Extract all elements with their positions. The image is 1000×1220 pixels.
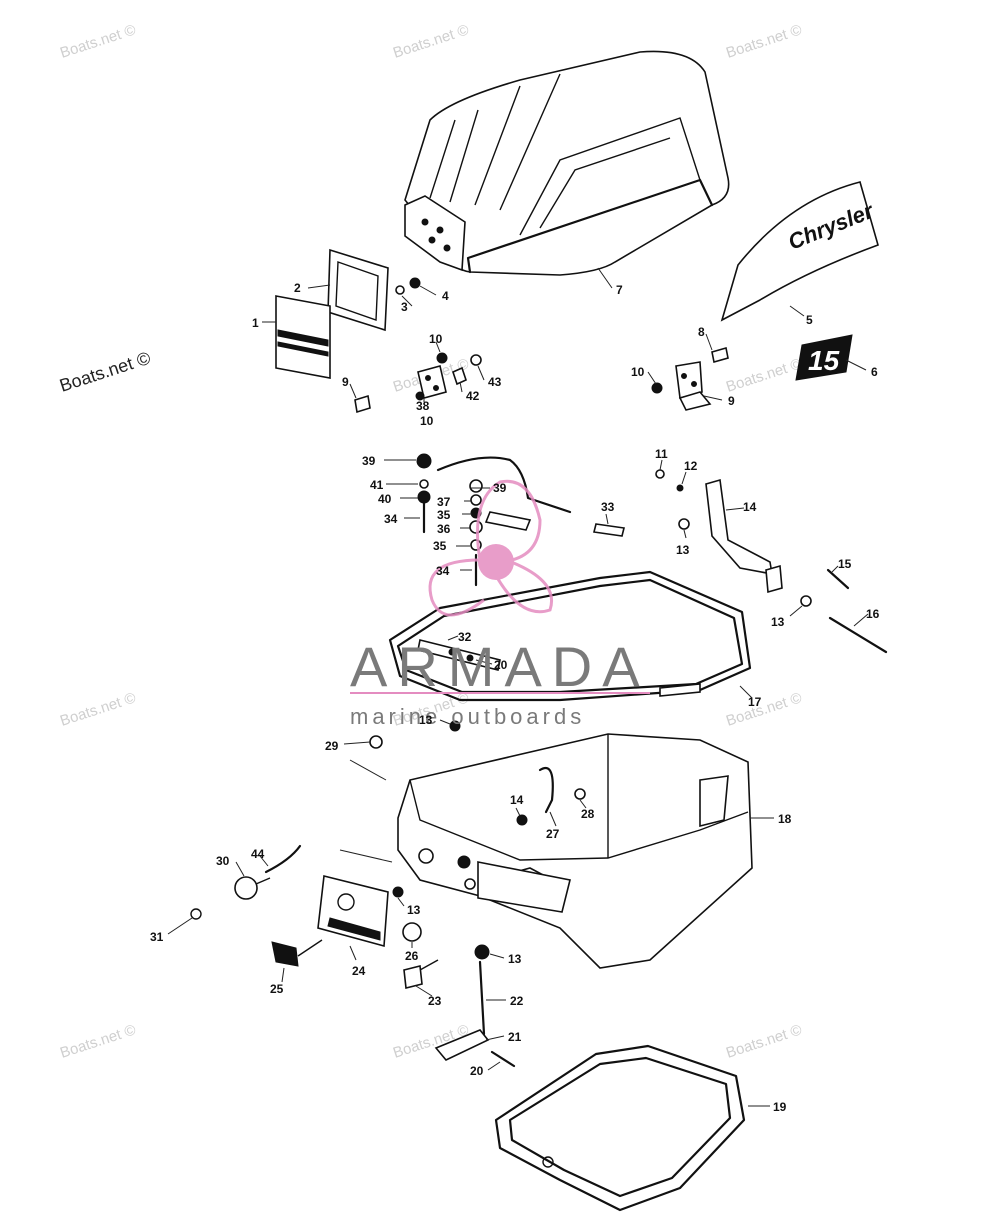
callout-label: 27 — [546, 827, 560, 841]
watermark: Boats.net © — [57, 348, 153, 396]
shift-linkage-assembly — [655, 469, 888, 654]
brand-tagline: marine outboards — [350, 704, 585, 729]
callout-label: 15 — [838, 557, 852, 571]
callout-label: 13 — [407, 903, 421, 917]
callout-label: 42 — [466, 389, 480, 403]
callout-label: 9 — [342, 375, 349, 389]
bottom-cowl-part — [369, 733, 753, 969]
lock-linkage-assembly — [416, 453, 625, 587]
callout-label: 30 — [216, 854, 230, 868]
callout-label: 21 — [508, 1030, 522, 1044]
callout-label: 28 — [581, 807, 595, 821]
callout-label: 8 — [698, 325, 705, 339]
watermark: Boats.net © — [58, 689, 138, 729]
brand-divider — [350, 692, 650, 694]
leader-lines — [167, 267, 869, 1107]
callout-label: 14 — [510, 793, 524, 807]
callout-label: 20 — [494, 658, 508, 672]
callout-label: 38 — [416, 399, 430, 413]
front-plate-parts — [275, 248, 421, 379]
callout-label: 39 — [493, 481, 507, 495]
callout-label: 24 — [352, 964, 366, 978]
callout-label: 16 — [866, 607, 880, 621]
callout-label: 13 — [508, 952, 522, 966]
callout-label: 37 — [437, 495, 451, 509]
callout-label: 17 — [748, 695, 762, 709]
watermark: Boats.net © — [58, 1021, 138, 1061]
propeller-logo — [428, 479, 553, 617]
armada-brand-overlay: ARMADA marine outboards — [350, 479, 650, 729]
callout-label: 13 — [419, 713, 433, 727]
watermark: Boats.net © — [391, 21, 471, 61]
callout-label: 34 — [384, 512, 398, 526]
callout-label: 18 — [778, 812, 792, 826]
callout-label: 31 — [150, 930, 164, 944]
model-number-text: 15 — [808, 345, 840, 376]
callout-label: 29 — [325, 739, 339, 753]
callout-label: 25 — [270, 982, 284, 996]
callout-label: 13 — [676, 543, 690, 557]
callout-label: 1 — [252, 316, 259, 330]
callout-label: 10 — [429, 332, 443, 346]
callout-label: 44 — [251, 847, 265, 861]
callout-label: 10 — [420, 414, 434, 428]
callout-label: 3 — [401, 300, 408, 314]
callout-label: 19 — [773, 1100, 787, 1114]
callout-label: 35 — [437, 508, 451, 522]
callout-label: 10 — [631, 365, 645, 379]
lower-cowl-gasket — [494, 1044, 746, 1212]
latch-bracket-assembly — [354, 352, 482, 414]
callout-label: 33 — [601, 500, 615, 514]
callout-label: 12 — [684, 459, 698, 473]
callout-label: 7 — [616, 283, 623, 297]
callout-label: 9 — [728, 394, 735, 408]
brand-name: ARMADA — [350, 635, 650, 698]
callout-label: 41 — [370, 478, 384, 492]
callout-label: 23 — [428, 994, 442, 1008]
front-control-parts — [190, 844, 516, 1068]
callout-label: 13 — [771, 615, 785, 629]
callout-label: 6 — [871, 365, 878, 379]
watermark: Boats.net © — [58, 21, 138, 61]
callout-label: 2 — [294, 281, 301, 295]
top-cowl-part — [404, 50, 730, 276]
callout-label: 35 — [433, 539, 447, 553]
callout-label: 40 — [378, 492, 392, 506]
right-latch-bracket — [651, 346, 729, 411]
callout-label: 26 — [405, 949, 419, 963]
callout-label: 11 — [655, 447, 668, 461]
chrysler-side-decal: Chrysler — [720, 181, 879, 322]
callout-label: 5 — [806, 313, 813, 327]
watermark: Boats.net © — [724, 21, 804, 61]
callout-labels: 1 2 3 4 7 5 6 8 9 10 10 10 43 42 38 9 39… — [150, 281, 880, 1114]
callout-label: 36 — [437, 522, 451, 536]
callout-label: 14 — [743, 500, 757, 514]
callout-label: 32 — [458, 630, 472, 644]
callout-label: 22 — [510, 994, 524, 1008]
callout-label: 34 — [436, 564, 450, 578]
watermark: Boats.net © — [724, 689, 804, 729]
model-number-decal: 15 — [795, 334, 853, 381]
callout-label: 4 — [442, 289, 449, 303]
callout-label: 39 — [362, 454, 376, 468]
watermark: Boats.net © — [724, 1021, 804, 1061]
callout-label: 20 — [470, 1064, 484, 1078]
callout-label: 43 — [488, 375, 502, 389]
watermark: Boats.net © — [724, 355, 804, 395]
